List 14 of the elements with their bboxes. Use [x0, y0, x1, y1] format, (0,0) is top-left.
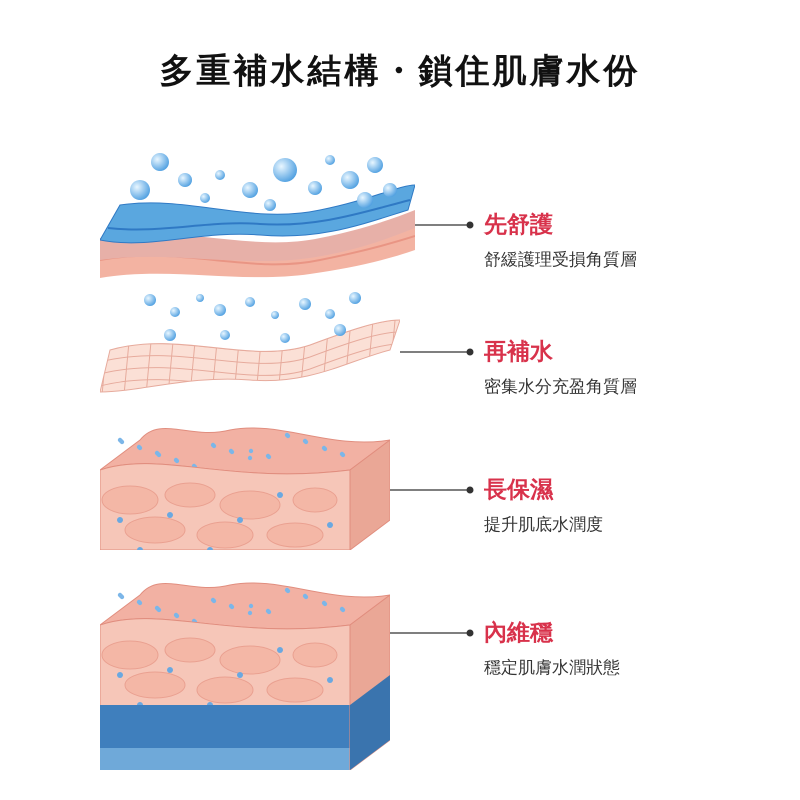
diagram-title: 多重補水結構・鎖住肌膚水份	[158, 50, 642, 93]
layer-description: 穩定肌膚水潤狀態	[484, 657, 620, 679]
leader-line	[390, 486, 474, 494]
layer-heading: 先舒護	[484, 211, 553, 239]
layer-description: 密集水分充盈角質層	[484, 376, 637, 398]
layer-description: 舒緩護理受損角質層	[484, 249, 637, 271]
skin-layer-drawing	[100, 290, 400, 395]
leader-line	[400, 348, 474, 356]
layer-heading: 再補水	[484, 338, 553, 366]
layer-heading: 內維穩	[484, 619, 553, 647]
layer-description: 提升肌底水潤度	[484, 514, 603, 536]
leader-line	[390, 630, 474, 636]
leader-line	[415, 222, 474, 228]
layer-heading: 長保濕	[484, 476, 553, 504]
